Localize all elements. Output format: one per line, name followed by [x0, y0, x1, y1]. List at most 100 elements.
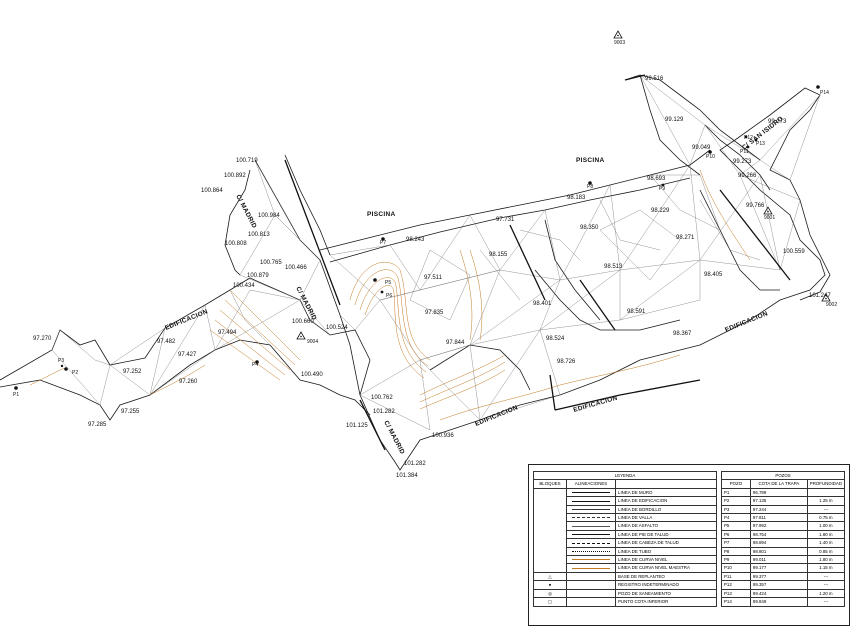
legend-symbol-label: BASE DE REPLANTEO [615, 571, 717, 582]
survey-point-9002: 9002 [826, 302, 837, 308]
well-label-p9: P9 [659, 186, 665, 192]
master-contour-swatch [572, 567, 610, 569]
elevation-label: 100.559 [783, 249, 805, 255]
legend-row-label: LINEA DE ASFALTO [615, 521, 717, 531]
elevation-label: 100.434 [233, 283, 255, 289]
elevation-label: 100.892 [224, 173, 246, 179]
legend-panel: LEYENDA BLOQUES ALINEACIONES LINEA DE MU… [528, 464, 850, 626]
contour-lines [29, 169, 751, 421]
well-label-p8: P8 [587, 184, 593, 190]
pozo-profundidad-cell: 0.85 m [806, 546, 846, 557]
elevation-label: 100.762 [371, 395, 393, 401]
pozo-profundidad-cell: 1.25 m [806, 496, 846, 506]
elevation-label: 97.260 [179, 379, 198, 385]
legend-row-label: LINEA DE CURVA NIVEL [615, 555, 717, 565]
pozo-id-cell: P3 [721, 504, 751, 515]
elevation-label: 98.367 [673, 331, 692, 337]
pozo-id-cell: P11 [721, 571, 751, 582]
legend-symbol-label: REGISTRO INDETERMINADO [615, 580, 717, 590]
legend-row-label: LINEA DE CABEZA DE TALUD [615, 538, 717, 548]
area-label-edificacion-1: EDIFICACION [164, 308, 209, 332]
pozo-id-cell: P9 [721, 555, 751, 565]
legend-col-blocks: BLOQUES [533, 479, 567, 489]
pozo-cota-cell: 99.849 [749, 597, 808, 607]
well-icon [64, 367, 68, 371]
pozo-cota-cell: 98.801 [749, 546, 808, 557]
well-label-p6: P6 [386, 293, 392, 299]
pozo-cota-cell: 96.789 [749, 487, 808, 498]
pozo-cota-cell: 97.811 [749, 513, 808, 523]
pozo-cota-cell: 99.377 [749, 571, 808, 582]
elevation-label: 98.405 [704, 272, 723, 278]
legend-row-label: LINEA DE BORDILLO [615, 504, 717, 515]
elevation-label: 100.808 [225, 241, 247, 247]
legend-col-lines: ALINEACIONES [566, 479, 616, 489]
elevation-label: 101.247 [809, 293, 831, 299]
pozo-profundidad-cell: 1.20 m [806, 588, 846, 599]
area-label-edificacion-2: EDIFICACION [474, 404, 519, 428]
elevation-label: 98.229 [651, 208, 670, 214]
well-icon [746, 145, 750, 149]
triangle-icon [821, 293, 831, 302]
pozo-profundidad-cell: 1.40 m [806, 538, 846, 548]
elevation-label: 97.835 [425, 310, 444, 316]
well-label-p7: P7 [380, 240, 386, 246]
elevation-label: 99.273 [768, 119, 787, 125]
pozo-id-cell: P6 [721, 529, 751, 540]
elevation-label: 97.285 [88, 422, 107, 428]
pozo-id-cell: P5 [721, 521, 751, 531]
elevation-label: 100.936 [432, 433, 454, 439]
pozo-cota-cell: 99.357 [749, 580, 808, 590]
well-icon [14, 386, 18, 390]
elevation-label: 101.384 [396, 473, 418, 479]
legend-row-label: LINEA DE TUBO [615, 546, 717, 557]
elevation-label: 100.765 [260, 260, 282, 266]
asphalt-line-swatch [572, 525, 610, 527]
pozos-title: POZOS [721, 470, 845, 481]
elevation-label: 97.427 [178, 352, 197, 358]
elevation-label: 98.726 [557, 359, 576, 365]
pozo-profundidad-cell: 0.75 m [806, 513, 846, 523]
survey-base-markers: 9003 9004 9001 9002 [296, 30, 837, 345]
pozo-cota-cell: 99.177 [749, 563, 808, 573]
pozo-cota-cell: 97.992 [749, 521, 808, 531]
well-icon [373, 278, 377, 282]
elevation-label: 98.524 [546, 336, 565, 342]
elevation-label: 97.255 [121, 409, 140, 415]
elevation-label: 100.490 [301, 372, 323, 378]
well-label-p10: P10 [706, 154, 715, 160]
elevation-label: 97.270 [33, 336, 52, 342]
pozo-profundidad-cell [806, 487, 846, 498]
well-icon [588, 181, 592, 185]
elevation-label: 100.879 [247, 273, 269, 279]
legend-title: LEYENDA [533, 470, 717, 481]
triangle-icon: △ [533, 571, 567, 582]
well-icon [816, 85, 820, 89]
triangle-icon [296, 331, 306, 340]
well-label-p3: P3 [58, 358, 64, 364]
elevation-label: 100.524 [326, 325, 348, 331]
well-icon [381, 237, 385, 241]
pozo-profundidad-cell: --- [806, 504, 846, 515]
spot-elevations: 99.516 99.129 99.049 99.273 99.273 99.26… [33, 76, 831, 479]
building-line-swatch [572, 500, 610, 502]
legend-row-label: LINEA DE CURVA NIVEL MAESTRA [615, 563, 717, 573]
elevation-label: 98.183 [567, 195, 586, 201]
elevation-label: 100.813 [248, 232, 270, 238]
circle-icon: ◎ [533, 588, 567, 599]
pozo-id-cell: P8 [721, 546, 751, 557]
pozos-col-cota: COTA DE LA TRAPA [749, 479, 808, 489]
elevation-label: 100.864 [201, 188, 223, 194]
legend-row-label: LINEA DE EDIFICACION [615, 496, 717, 506]
wall-lines [284, 74, 791, 451]
well-icon [380, 290, 384, 294]
elevation-label: 98.591 [627, 309, 646, 315]
